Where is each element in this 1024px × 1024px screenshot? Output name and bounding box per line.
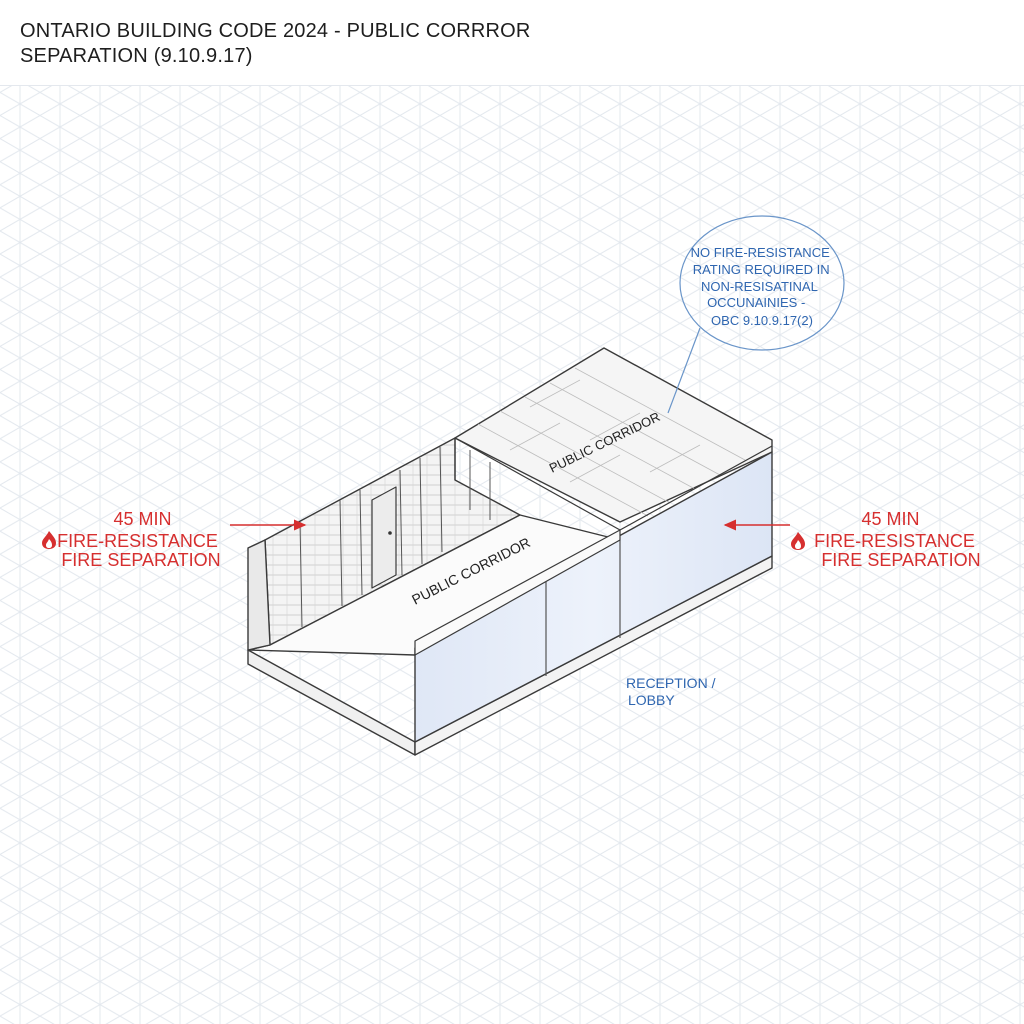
code-note-callout: NO FIRE-RESISTANCE RATING REQUIRED IN NO… [667,215,845,414]
svg-text:NO FIRE-RESISTANCE RATIN: NO FIRE-RESISTANCE RATING REQUIRED IN NO… [691,245,834,328]
wall-cap [414,529,621,656]
corridor-model [247,347,773,756]
door-handle-icon [388,531,392,535]
svg-text:45 MIN FIRE-RESISTANCE: 45 MIN FIRE-RESISTANCE FIRE SEPARATION [814,509,981,570]
fire-separation-wall-right [414,451,773,743]
title-bar: ONTARIO BUILDING CODE 2024 - PUBLIC CORR… [0,0,1024,86]
reception-label: RECEPTION / LOBBY [626,675,719,708]
wall-cap-edge [619,445,773,531]
page-subtitle: SEPARATION (9.10.9.17) [20,45,253,67]
wall-studs [299,446,491,628]
ceiling-tiles [477,367,746,517]
svg-text:45 MIN FIRE-RESISTANCE: 45 MIN FIRE-RESISTANCE FIRE SEPARATION [57,509,223,570]
page-title: ONTARIO BUILDING CODE 2024 - PUBLIC CORR… [20,20,531,42]
fire-icon [42,531,56,549]
door [371,486,397,589]
fire-separation-callout-left: 45 MIN FIRE-RESISTANCE FIRE SEPARATION [42,509,307,570]
fire-separation-callout-right: 45 MIN FIRE-RESISTANCE FIRE SEPARATION [723,509,981,570]
end-wall [247,539,271,651]
note-bubble [679,215,845,351]
ceiling-edge [454,437,621,531]
note-leader [667,327,701,414]
glass-mullions [545,540,621,676]
fire-icon [791,532,805,550]
isometric-drawing: PUBLIC CORRIDOR PUBLIC CORRIDOR RECEPTIO… [0,86,1024,1024]
